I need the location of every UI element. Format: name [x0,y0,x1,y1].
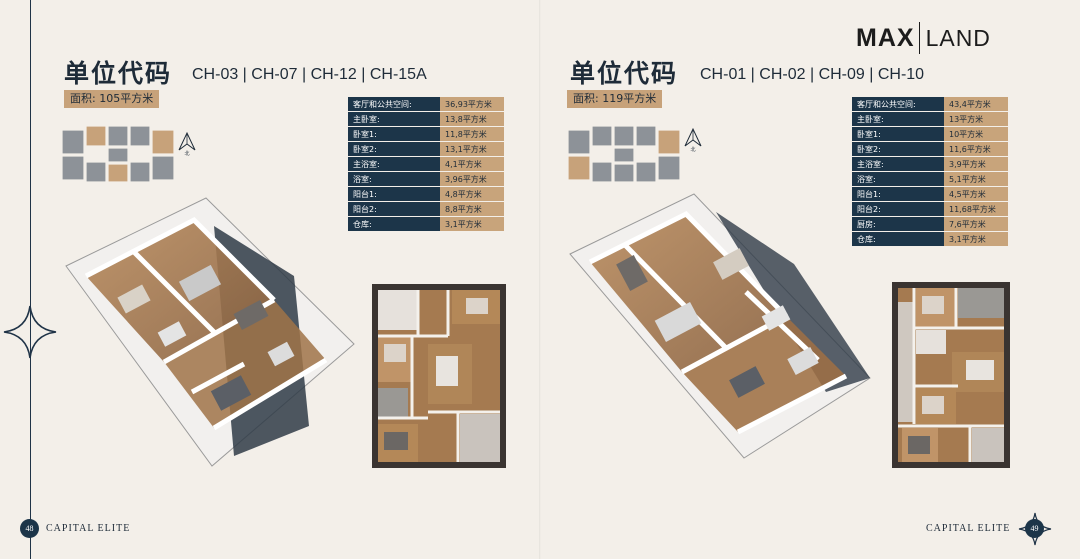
spec-table: 客厅和公共空间:36,93平方米主卧室:13,8平方米卧室1:11,8平方米卧室… [348,96,504,232]
page-spine [539,0,541,559]
area-badge: 面积: 119平方米 [567,90,663,108]
spec-label: 浴室: [348,172,440,186]
spec-value: 3,1平方米 [440,217,504,231]
spec-row: 厨房:7,6平方米 [852,217,1008,231]
spec-row: 卧室2:13,1平方米 [348,142,504,156]
isometric-floor-plan-render [569,193,871,459]
spec-row: 主浴室:3,9平方米 [852,157,1008,171]
page-number-badge: 49 [1025,519,1044,538]
spec-value: 10平方米 [944,127,1008,141]
spec-row: 阳台1:4,8平方米 [348,187,504,201]
spec-value: 3,1平方米 [944,232,1008,246]
logo-land: LAND [925,24,991,51]
spec-row: 客厅和公共空间:43,4平方米 [852,97,1008,111]
spec-value: 13,1平方米 [440,142,504,156]
spec-label: 卧室2: [852,142,944,156]
spec-value: 3,9平方米 [944,157,1008,171]
logo-max: MAX [856,23,915,52]
unit-codes: CH-03 | CH-07 | CH-12 | CH-15A [192,66,427,83]
unit-codes: CH-01 | CH-02 | CH-09 | CH-10 [700,66,925,83]
spec-value: 13,8平方米 [440,112,504,126]
spec-label: 主卧室: [348,112,440,126]
footer-brand: CAPITAL ELITE [46,523,131,534]
spec-value: 11,68平方米 [944,202,1008,216]
key-plan-diagram [568,126,680,183]
spec-label: 厨房: [852,217,944,231]
spec-table: 客厅和公共空间:43,4平方米主卧室:13平方米卧室1:10平方米卧室2:11,… [852,96,1008,247]
spec-value: 4,5平方米 [944,187,1008,201]
spec-row: 仓库:3,1平方米 [852,232,1008,246]
compass-icon: 北 [684,127,702,152]
four-point-star-icon [3,305,57,359]
spec-row: 主卧室:13,8平方米 [348,112,504,126]
spec-row: 阳台2:11,68平方米 [852,202,1008,216]
spec-value: 43,4平方米 [944,97,1008,111]
spec-row: 卧室1:10平方米 [852,127,1008,141]
spec-label: 卧室2: [348,142,440,156]
spec-value: 4,8平方米 [440,187,504,201]
compass-label: 北 [690,146,695,152]
spec-value: 3,96平方米 [440,172,504,186]
spec-row: 卧室1:11,8平方米 [348,127,504,141]
page-right: 单位代码 CH-01 | CH-02 | CH-09 | CH-10 面积: 1… [540,0,1080,559]
spec-value: 4,1平方米 [440,157,504,171]
spec-value: 8,8平方米 [440,202,504,216]
spec-row: 卧室2:11,6平方米 [852,142,1008,156]
compass-label: 北 [184,150,189,156]
spec-row: 浴室:3,96平方米 [348,172,504,186]
page-left: 单位代码 CH-03 | CH-07 | CH-12 | CH-15A 面积: … [3,0,506,559]
spec-row: 仓库:3,1平方米 [348,217,504,231]
spec-row: 浴室:5,1平方米 [852,172,1008,186]
spec-row: 阳台2:8,8平方米 [348,202,504,216]
spec-label: 主卧室: [852,112,944,126]
page-number-badge: 48 [20,519,39,538]
spec-label: 卧室1: [852,127,944,141]
spec-row: 客厅和公共空间:36,93平方米 [348,97,504,111]
spec-label: 阳台2: [852,202,944,216]
spec-label: 客厅和公共空间: [852,97,944,111]
spec-label: 仓库: [852,232,944,246]
floor-plan-2d [892,282,1010,468]
spec-row: 主卧室:13平方米 [852,112,1008,126]
spec-label: 主浴室: [852,157,944,171]
spec-value: 5,1平方米 [944,172,1008,186]
spec-value: 13平方米 [944,112,1008,126]
maxland-logo: MAX LAND [856,20,991,56]
spec-label: 阳台1: [852,187,944,201]
spec-value: 11,6平方米 [944,142,1008,156]
compass-icon: 北 [178,131,196,156]
decorative-border-line [30,0,31,559]
unit-code-title: 单位代码 [570,59,679,88]
spec-label: 阳台2: [348,202,440,216]
spec-label: 浴室: [852,172,944,186]
spec-label: 主浴室: [348,157,440,171]
isometric-floor-plan-render [65,197,355,467]
spec-value: 36,93平方米 [440,97,504,111]
spec-label: 阳台1: [348,187,440,201]
footer-brand: CAPITAL ELITE [926,523,1011,534]
key-plan-diagram [62,126,174,183]
spec-label: 仓库: [348,217,440,231]
spec-value: 11,8平方米 [440,127,504,141]
unit-code-title: 单位代码 [64,59,173,88]
floor-plan-2d [372,284,506,468]
spec-value: 7,6平方米 [944,217,1008,231]
spec-label: 卧室1: [348,127,440,141]
area-badge: 面积: 105平方米 [64,90,160,108]
spec-label: 客厅和公共空间: [348,97,440,111]
logo-divider [918,22,920,54]
spec-row: 阳台1:4,5平方米 [852,187,1008,201]
spec-row: 主浴室:4,1平方米 [348,157,504,171]
